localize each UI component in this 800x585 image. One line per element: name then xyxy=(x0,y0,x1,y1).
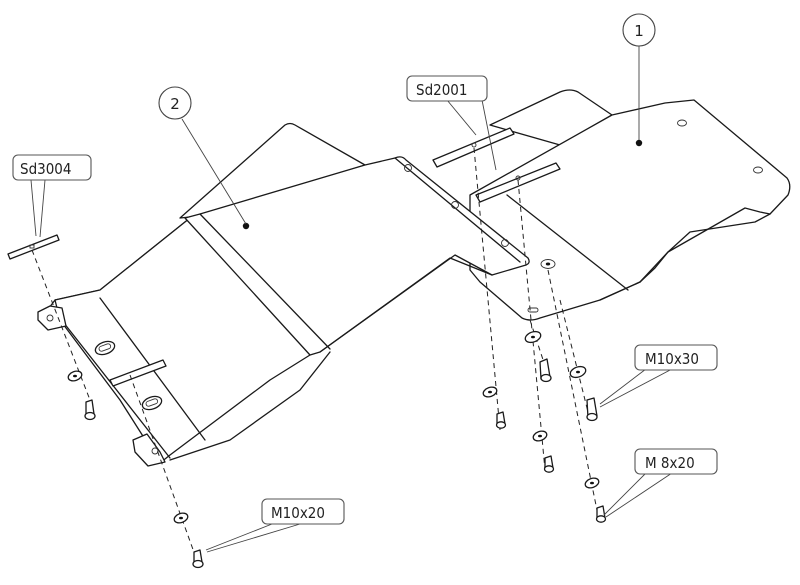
callout-m8x20-text: M 8x20 xyxy=(645,454,695,472)
part-2-plate xyxy=(37,122,530,467)
assembly-lines xyxy=(31,147,599,556)
callout-m10x30-text: M10x30 xyxy=(645,350,699,368)
callout-sd2001-text: Sd2001 xyxy=(416,81,467,99)
nut-strip-left-wing xyxy=(109,359,167,387)
washer-bolt-right-4 xyxy=(569,365,598,422)
part-1-marker xyxy=(635,139,643,147)
callout-m10x30: M10x30 xyxy=(599,344,718,408)
callout-sd3004-text: Sd3004 xyxy=(20,160,71,178)
callout-m8x20: M 8x20 xyxy=(603,448,718,518)
part-1-plate xyxy=(469,89,791,321)
fasteners xyxy=(67,330,607,569)
nut-strip-sd3004 xyxy=(7,234,60,260)
balloon-1-label: 1 xyxy=(634,22,644,40)
balloon-2-label: 2 xyxy=(170,95,180,113)
callout-m10x20: M10x20 xyxy=(205,498,345,553)
balloon-part-2: 2 xyxy=(158,86,247,225)
callout-sd2001: Sd2001 xyxy=(406,75,497,171)
washer-bolt-right-5 xyxy=(584,477,607,523)
washer-bolt-left-top xyxy=(67,370,96,421)
callout-sd3004: Sd3004 xyxy=(12,154,92,238)
nut-strip-sd2001-a xyxy=(432,127,515,168)
washer-bolt-right-3 xyxy=(532,430,555,473)
balloon-part-1: 1 xyxy=(622,13,656,140)
washer-bolt-right-1 xyxy=(482,386,507,429)
part-2-marker xyxy=(242,222,250,230)
callout-m10x20-text: M10x20 xyxy=(271,504,325,522)
washer-bolt-right-2 xyxy=(524,330,552,383)
washer-bolt-left-bottom xyxy=(173,512,204,569)
